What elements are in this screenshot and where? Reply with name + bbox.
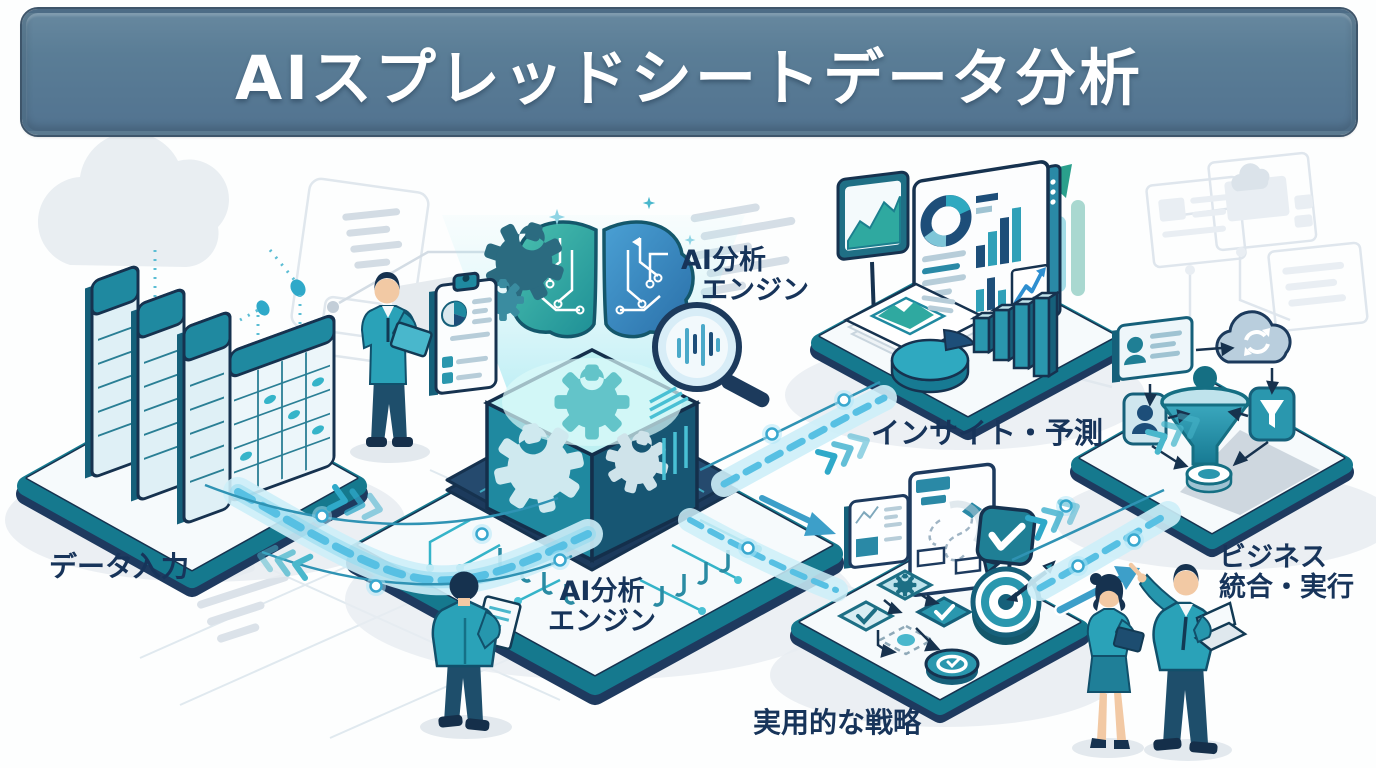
donut-chart-icon [920,195,972,247]
person-presenter-right [1128,562,1248,761]
label-ai-engine-bottom: AI分析 エンジン [548,576,656,638]
launch-button-icon [924,648,980,685]
station-strategy [790,462,1090,723]
flow-engine-to-insights [699,380,897,497]
arrow-down-right [759,495,819,527]
person-reviewer-center [420,571,522,739]
flowchart-screen-icon [908,462,996,597]
label-business: ビジネス 統合・実行 [1219,542,1354,604]
label-line: ビジネス [1219,542,1327,573]
bar-chart-icon [976,207,1021,313]
faint-text-bars-top [342,208,403,269]
workflow-tiles [836,569,980,685]
page-title: AIスプレッドシートデータ分析 [235,42,1143,114]
label-data-input: データ入力 [49,550,190,583]
station-data-input [16,265,368,597]
label-strategy: 実用的な戦略 [753,706,922,739]
label-line: AI分析 [559,576,645,607]
label-line: エンジン [701,275,809,307]
person-woman-right [1072,573,1145,758]
flow-engine-to-strategy [678,495,848,602]
monitor-icon [836,170,910,319]
magnifier-icon [652,302,770,408]
engine-cube [483,348,701,563]
filter-card-icon [1248,386,1296,442]
person-analyst-left [350,272,433,463]
label-line: エンジン [548,606,656,638]
dashboard-screen-icon [912,160,1062,343]
station-business [1070,310,1354,557]
bar-3d-chart-icon [969,290,1062,379]
vent-bars [649,386,689,480]
id-card-icon [1112,316,1194,383]
label-ai-engine-top: AI分析 エンジン [681,245,809,307]
tablet-icon [1112,626,1145,653]
clipboard-icon [429,271,498,396]
cloud-shape [37,132,229,267]
target-dart-icon [970,560,1056,645]
coin-icon [1185,462,1233,494]
label-insights: インサイト・予測 [871,416,1104,450]
title-banner: AIスプレッドシートデータ分析 [20,7,1358,137]
pie-chart-icon [441,300,467,327]
label-line: 統合・実行 [1219,572,1354,604]
cloud-sync-icon [1215,310,1292,364]
gear-icon [554,364,630,440]
spreadsheet-stack-icon [85,265,336,525]
flow-input-to-engine [204,477,603,598]
mini-browser-icon [844,494,910,569]
label-line: AI分析 [681,245,766,276]
waveform-bars [677,324,720,366]
pie-3d-icon [890,328,976,394]
tablet-icon [389,321,433,358]
